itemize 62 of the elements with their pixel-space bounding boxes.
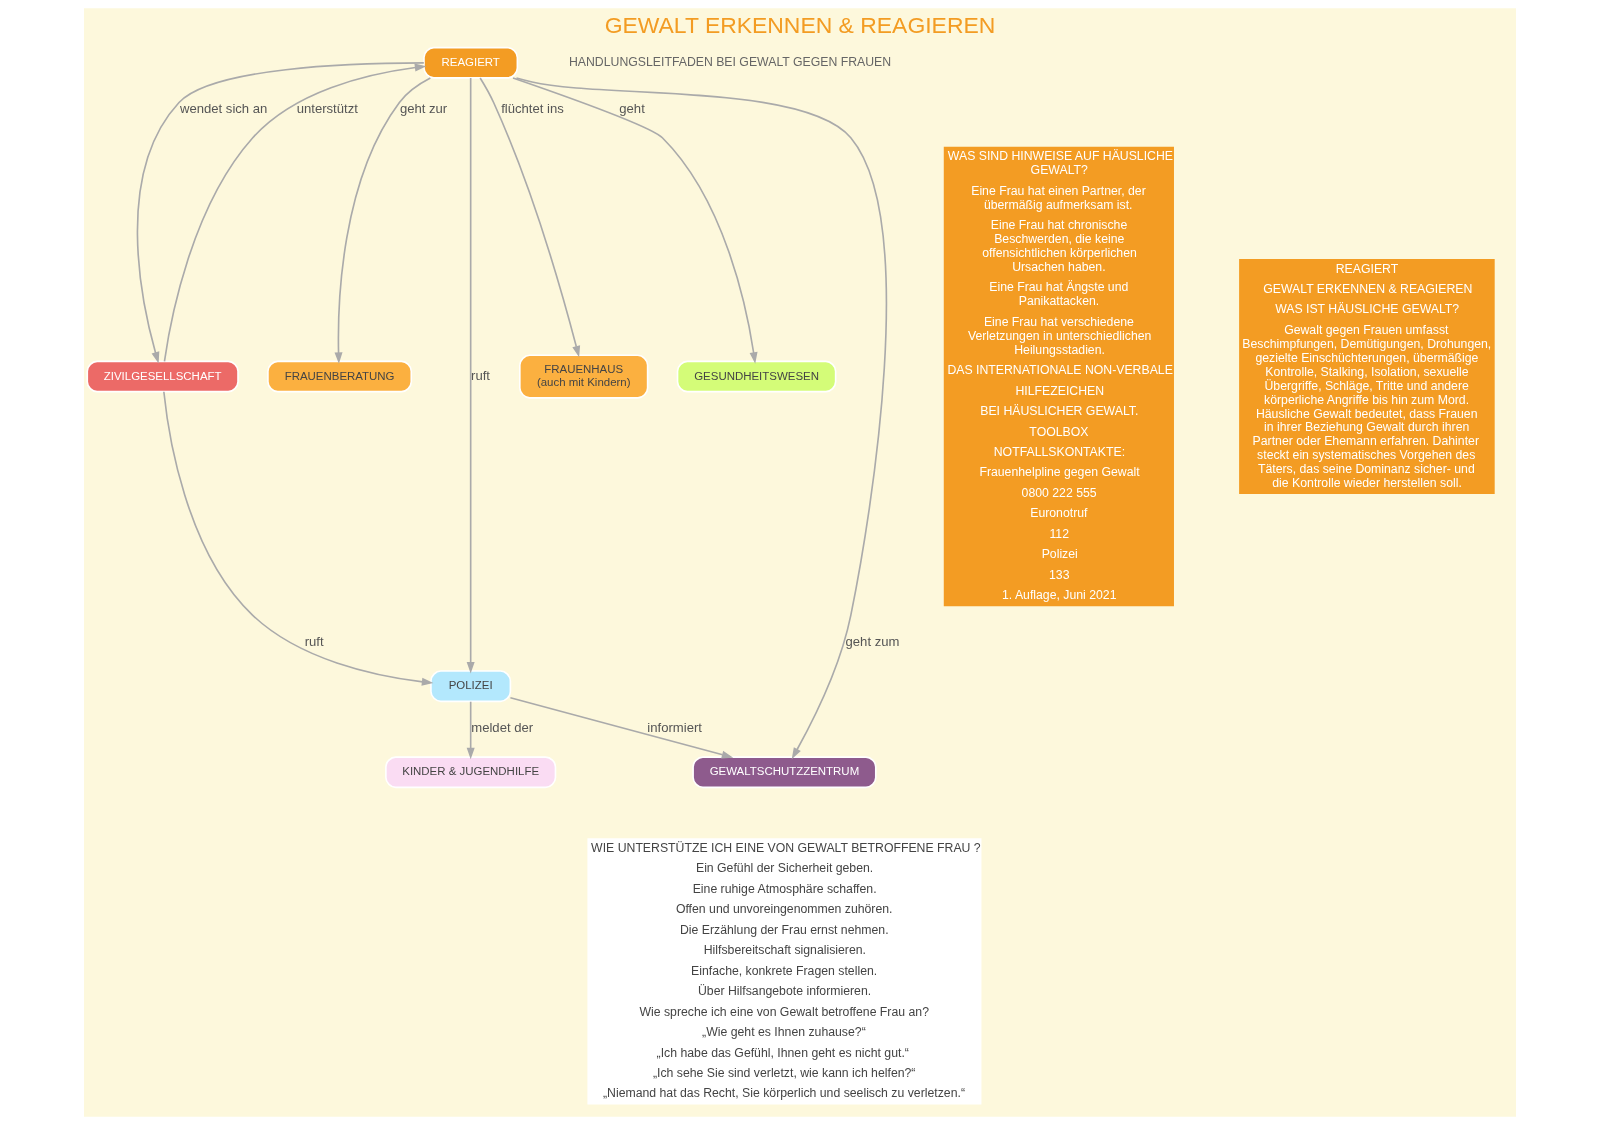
label: Eine Frau hat chronische Beschwerden, die keine offensichtlichen körperlichen Ursachen haben.	[982, 218, 1137, 274]
arrow	[515, 77, 888, 760]
label: REAGIERT	[1335, 261, 1399, 276]
arrow	[163, 390, 434, 686]
label: DAS INTERNATIONALE NON-VERBALE	[947, 363, 1173, 378]
label: Euronotruf	[1030, 506, 1088, 521]
label: WAS SIND HINWEISE AUF HÄUSLICHE GEWALT?	[947, 149, 1174, 178]
arrow	[334, 77, 432, 364]
label: „Ich sehe Sie sind verletzt, wie kann ich helfen?“	[652, 1065, 916, 1080]
arrow	[466, 700, 475, 760]
label: 112	[1049, 526, 1070, 541]
edge-label: meldet der	[471, 720, 534, 736]
label: Gewalt gegen Frauen umfasst Beschimpfungen, Demütigungen, Drohungen, gezielte Einschüchterungen, übermäßige Kontrolle, Stalking, Isolation, sexuelle Übergriffe, Schläge, Tritte und andere körperliche Angriffe bis hin zum Mord. Häusliche Gewalt bedeutet, dass Frauen in ihrer Beziehung Gewalt durch ihren Partner oder Ehemann erfahren. Dahinter steckt ein systematisches Vorgehen des Täters, das seine Dominanz sicher- und die Kontrolle wieder herstellen soll.	[1242, 322, 1492, 491]
node-box: FRAUENHAUS (auch mit Kindern)	[519, 354, 649, 399]
edge-label: ruft	[471, 367, 490, 383]
label: „Wie geht es Ihnen zuhause?“	[702, 1025, 866, 1040]
edge-label: ruft	[304, 634, 324, 650]
label: Eine ruhige Atmosphäre schaffen.	[692, 881, 877, 896]
label: TOOLBOX	[1029, 424, 1089, 439]
edge-label: informiert	[647, 720, 702, 736]
edge-label: geht zur	[399, 100, 448, 116]
label: Wie spreche ich eine von Gewalt betroffene Frau an?	[639, 1004, 929, 1019]
label: „Niemand hat das Recht, Sie körperlich und seelisch zu verletzen.“	[602, 1086, 965, 1101]
label: WAS IST HÄUSLICHE GEWALT?	[1275, 302, 1460, 317]
label: 1. Auflage, Juni 2021	[1001, 588, 1117, 603]
edge-label: wendet sich an	[180, 100, 268, 116]
node-box: KINDER & JUGENDHILFE	[385, 756, 557, 789]
label: Ein Gefühl der Sicherheit geben.	[695, 861, 874, 876]
label: Die Erzählung der Frau ernst nehmen.	[679, 922, 889, 937]
label: Frauenhelpline gegen Gewalt	[979, 465, 1140, 480]
arrow	[466, 77, 475, 674]
edge-label: geht zum	[845, 634, 900, 650]
label: Polizei	[1041, 547, 1078, 562]
edge-label: flüchtet ins	[501, 100, 564, 116]
label: Eine Frau hat einen Partner, der übermäßig aufmerksam ist.	[971, 183, 1146, 212]
node-box: REAGIERT	[423, 46, 519, 79]
label: HANDLUNGSLEITFADEN BEI GEWALT GEGEN FRAUEN	[568, 55, 892, 70]
node-box: POLIZEI	[430, 670, 512, 703]
label: Offen und unvoreingenommen zuhören.	[675, 902, 893, 917]
node-box: FRAUENBERATUNG	[267, 360, 413, 393]
arrow	[509, 696, 734, 759]
edge-label: unterstützt	[296, 100, 358, 116]
label: Eine Frau hat Ängste und Panikattacken.	[989, 280, 1129, 309]
label: 0800 222 555	[1021, 485, 1097, 500]
node-box: GESUNDHEITSWESEN	[676, 360, 837, 393]
label: Über Hilfsangebote informieren.	[698, 984, 872, 999]
edge-label: geht	[619, 100, 645, 116]
label: WIE UNTERSTÜTZE ICH EINE VON GEWALT BETROFFENE FRAU ?	[591, 840, 981, 855]
arrow	[512, 77, 758, 364]
label: „Ich habe das Gefühl, Ihnen geht es nicht gut.“	[656, 1045, 909, 1060]
label: NOTFALLSKONTAKTE:	[993, 445, 1126, 459]
node-box: GEWALTSCHUTZZENTRUM	[692, 756, 877, 789]
arrow	[479, 77, 581, 358]
label: HILFEZEICHEN	[1015, 383, 1105, 398]
label: GEWALT ERKENNEN & REAGIEREN	[1263, 281, 1473, 296]
label: Einfache, konkrete Fragen stellen.	[691, 963, 878, 978]
node-box: ZIVILGESELLSCHAFT	[86, 360, 239, 393]
diagram-title: GEWALT ERKENNEN & REAGIEREN	[604, 12, 996, 39]
label: BEI HÄUSLICHER GEWALT.	[980, 404, 1139, 419]
label: Eine Frau hat verschiedene Verletzungen in unterschiedlichen Heilungsstadien.	[967, 314, 1152, 357]
label: 133	[1049, 567, 1070, 582]
label: Hilfsbereitschaft signalisieren.	[703, 943, 867, 958]
